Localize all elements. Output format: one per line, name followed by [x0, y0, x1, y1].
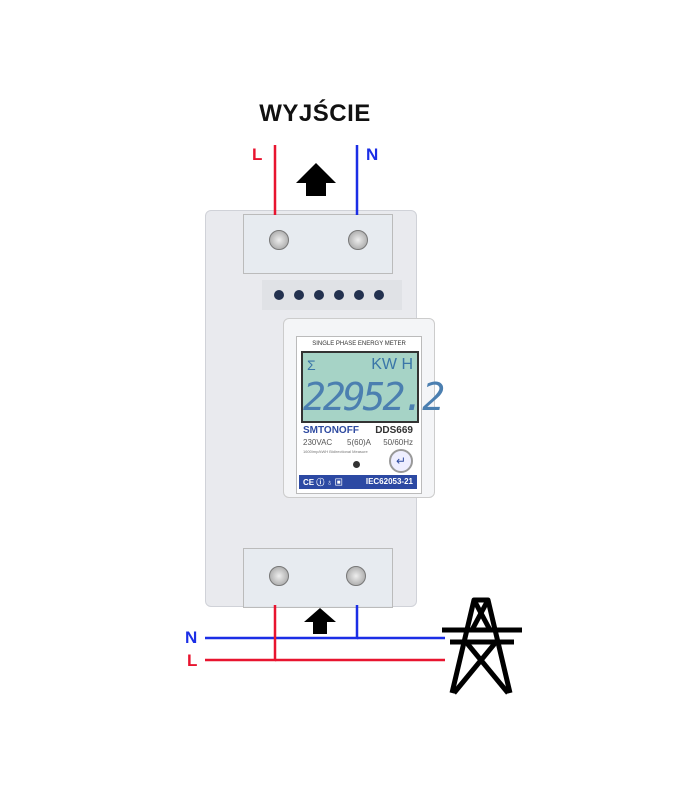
certification-marks: CE ⓘ ♁ ▣	[303, 478, 343, 487]
model: DDS669	[375, 425, 413, 436]
output-n-label: N	[366, 145, 379, 164]
title: WYJŚCIE	[259, 100, 371, 127]
screw	[346, 566, 366, 586]
meter-faceplate: SINGLE PHASE ENERGY METER Σ KW H 22952.2…	[296, 336, 445, 494]
standard: IEC62053-21	[365, 477, 413, 486]
current: 5(60)A	[347, 438, 372, 447]
terminal	[334, 290, 344, 300]
terminal	[274, 290, 284, 300]
input-l-label: L	[187, 651, 198, 670]
terminal	[374, 290, 384, 300]
top-terminal-cover	[243, 214, 393, 274]
meter-header: SINGLE PHASE ENERGY METER	[312, 341, 406, 347]
impulse-text: 1600imp/kWH Bidirectional Measure	[303, 449, 368, 454]
screw	[269, 230, 289, 250]
input-l-wire	[205, 605, 277, 662]
brand: SMTONOFF	[303, 425, 359, 436]
voltage: 230VAC	[303, 438, 333, 447]
terminal	[354, 290, 364, 300]
power-pylon-icon	[442, 597, 522, 695]
pulse-led	[353, 461, 360, 468]
sigma-symbol: Σ	[307, 357, 316, 373]
terminal-row	[262, 280, 402, 310]
frequency: 50/60Hz	[383, 438, 413, 447]
lcd-display: Σ KW H 22952.2	[301, 351, 445, 423]
terminal	[294, 290, 304, 300]
screw	[348, 230, 368, 250]
screw	[269, 566, 289, 586]
arrow-up-icon	[304, 608, 336, 634]
output-l-label: L	[252, 145, 263, 164]
terminal	[314, 290, 324, 300]
input-n-label: N	[185, 628, 198, 647]
bottom-terminal-cover	[243, 548, 393, 608]
unit-label: KW H	[371, 356, 413, 373]
certification-bar: CE ⓘ ♁ ▣ IEC62053-21	[299, 475, 417, 489]
arrow-up-icon	[296, 163, 336, 196]
enter-button[interactable]: ↵	[389, 449, 413, 473]
